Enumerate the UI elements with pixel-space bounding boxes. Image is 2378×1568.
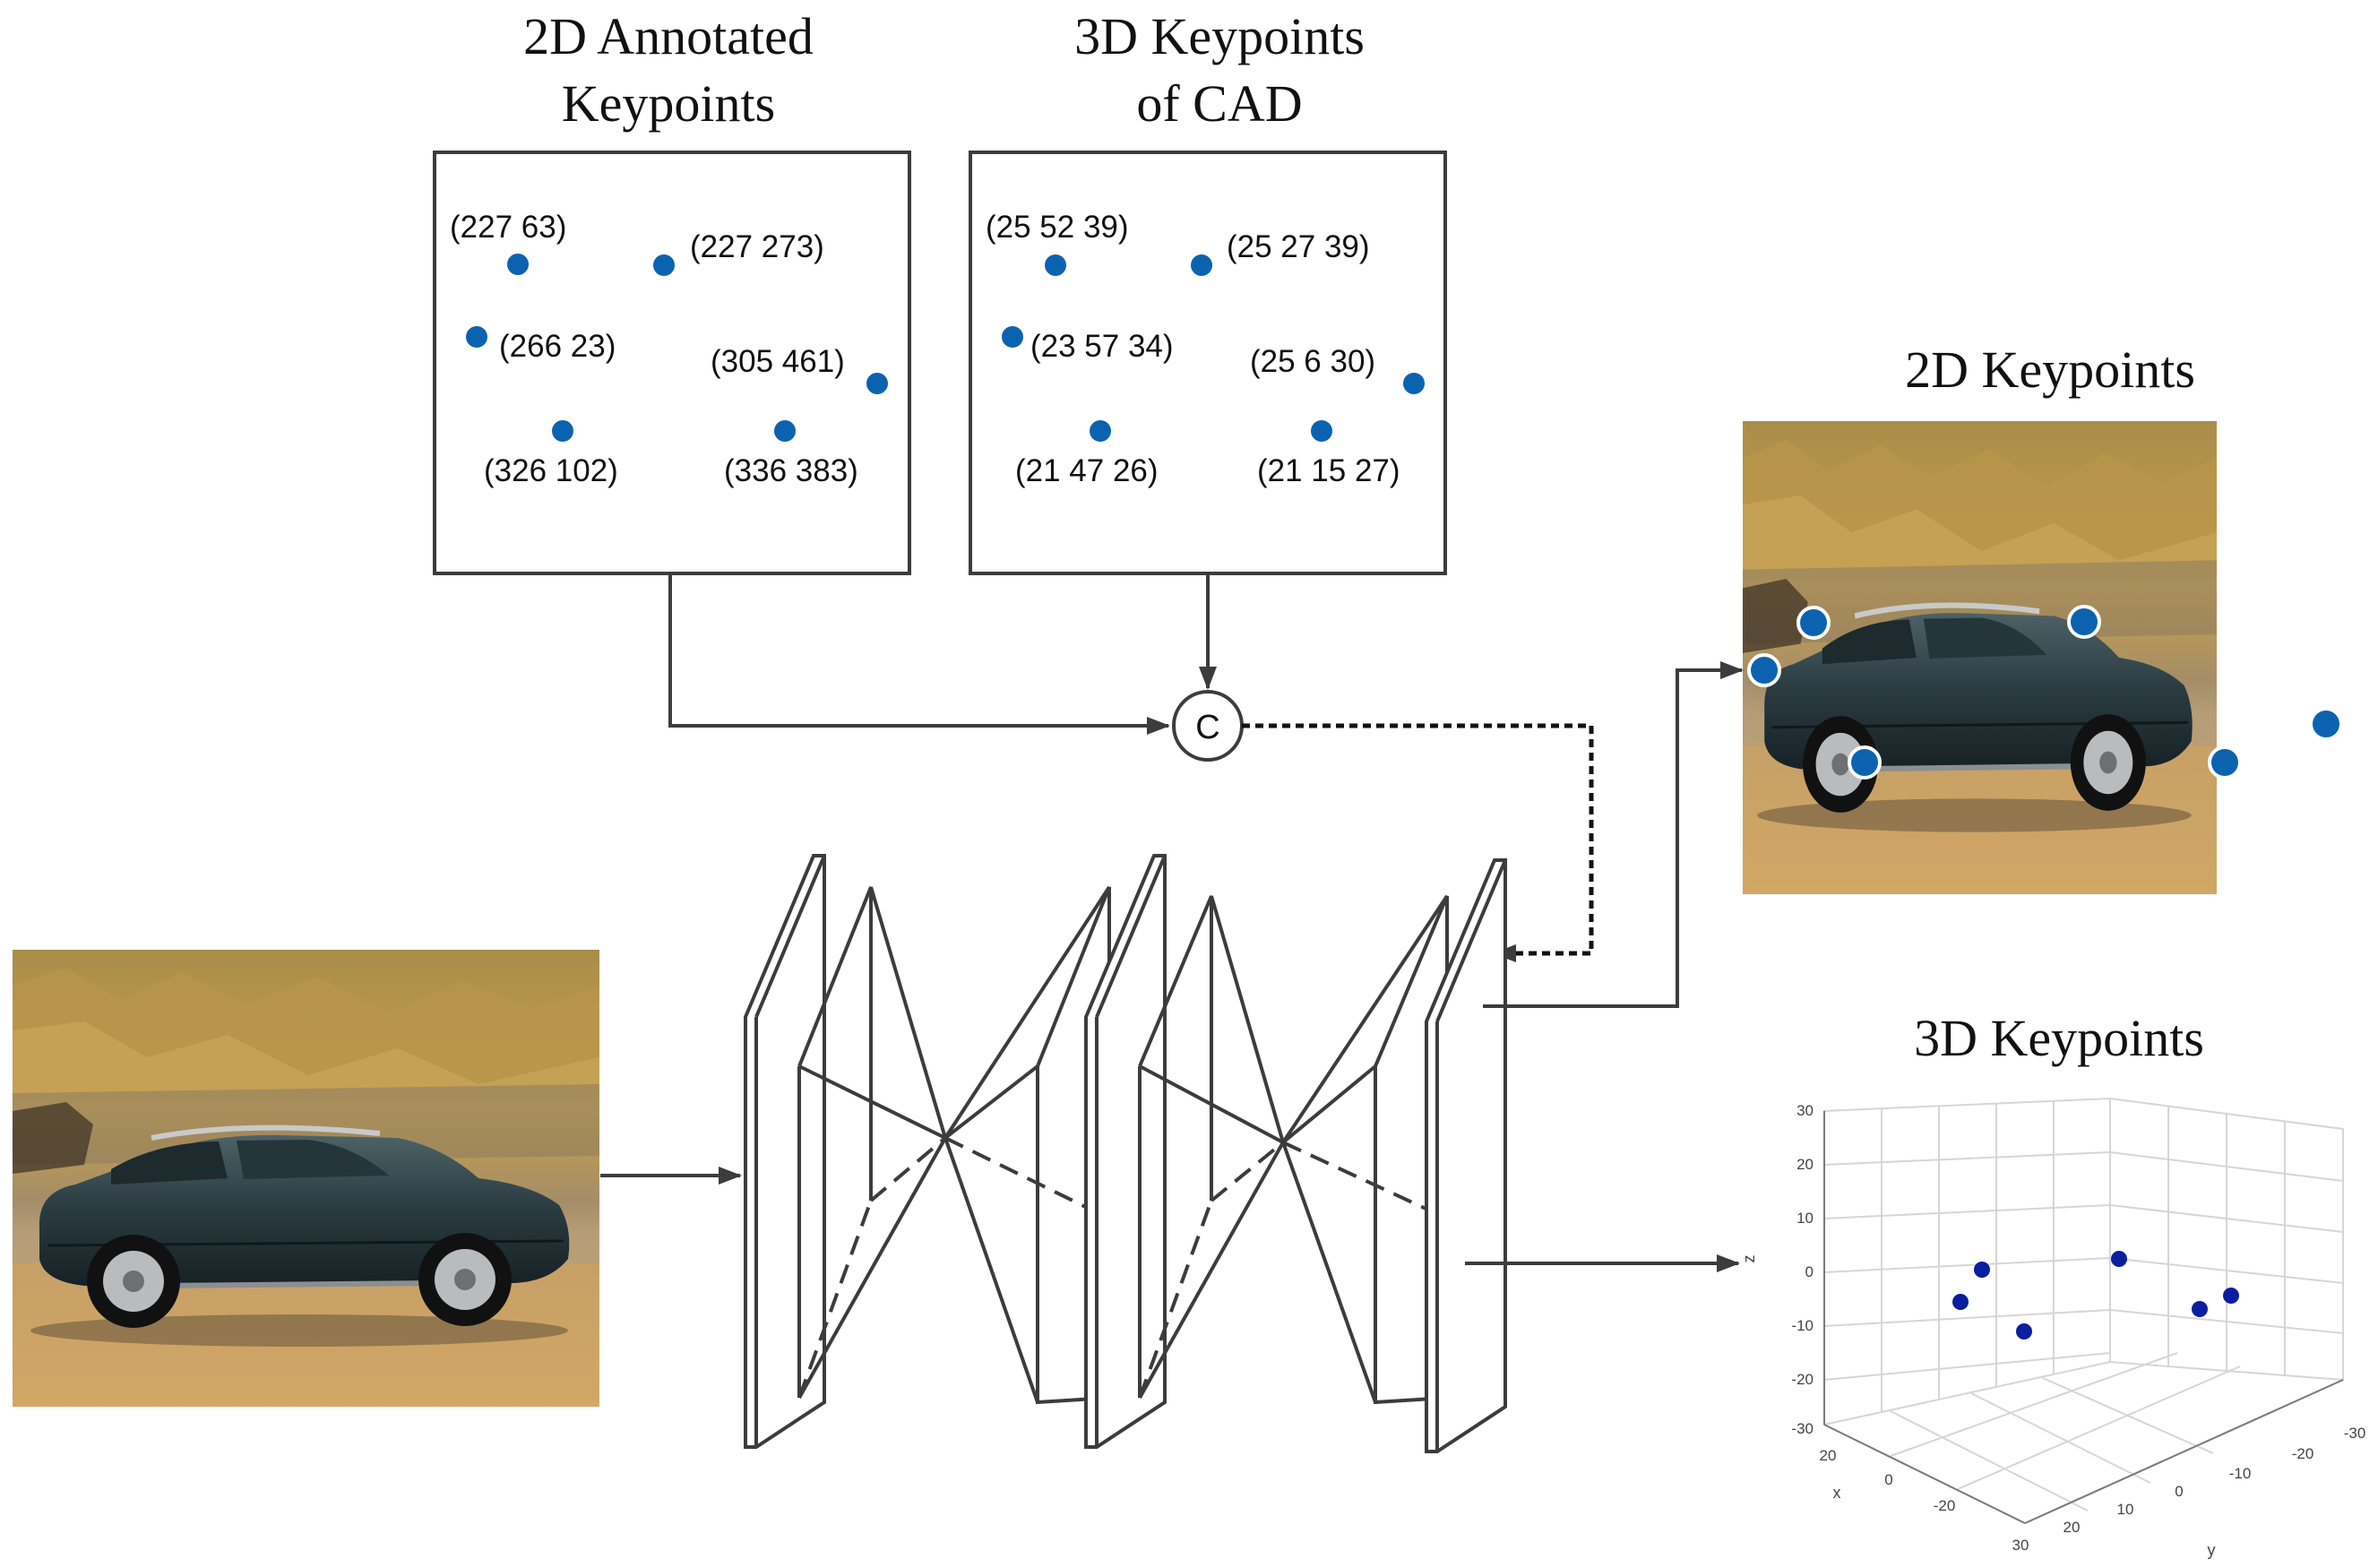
y-tick: -10	[2229, 1465, 2252, 1482]
keypoint-dot	[2309, 707, 2343, 741]
keypoint-dot	[507, 254, 529, 275]
keypoint-label: (266 23)	[499, 329, 616, 364]
title-output-3d: 3D Keypoints	[1914, 1009, 2204, 1067]
concat-symbol: C	[1195, 709, 1219, 746]
z-tick: 20	[1796, 1156, 1814, 1173]
keypoint-label: (23 57 34)	[1030, 329, 1174, 364]
keypoint-label: (305 461)	[711, 344, 845, 379]
y-axis-label: y	[2208, 1541, 2216, 1559]
output-2d-keypoints	[1747, 605, 2343, 780]
title-output-2d: 2D Keypoints	[1905, 340, 2195, 399]
supervision-dotted-arrow	[1242, 723, 1594, 962]
keypoint-label: (25 6 30)	[1250, 344, 1375, 379]
z-tick: 10	[1796, 1210, 1814, 1227]
output-2d-arrow	[1483, 661, 1744, 1008]
concat-node: C	[1172, 690, 1244, 762]
scatter-point	[1974, 1262, 1990, 1278]
keypoint-dot	[1090, 420, 1111, 442]
x-tick: 20	[1820, 1447, 1837, 1464]
scatter-3d-plot: 30 20 10 0 -10 -20 -30 z 20 0 -20 x 30 2…	[1740, 1097, 2366, 1559]
z-axis-label: z	[1740, 1255, 1758, 1263]
title-cad-3d-line1: 3D Keypoints	[1074, 7, 1365, 65]
y-tick: 10	[2117, 1501, 2134, 1518]
z-tick: -20	[1791, 1371, 1814, 1388]
keypoint-label: (227 63)	[450, 210, 566, 245]
z-tick: -30	[1791, 1420, 1814, 1437]
title-annotated-2d-line1: 2D Annotated	[523, 7, 814, 65]
scatter-point	[2016, 1323, 2032, 1340]
keypoint-dot	[774, 420, 796, 442]
title-annotated-2d-line2: Keypoints	[562, 74, 775, 133]
z-tick: 30	[1796, 1102, 1814, 1119]
y-tick: 0	[2175, 1483, 2183, 1500]
output-2d-image	[1743, 421, 2217, 894]
title-cad-3d-line2: of CAD	[1136, 74, 1302, 133]
connectors	[668, 573, 1217, 735]
keypoint-label: (326 102)	[484, 453, 618, 488]
scatter-point	[2111, 1251, 2127, 1267]
x-tick-labels: 20 0 -20	[1820, 1447, 1956, 1514]
keypoint-dot	[1796, 606, 1831, 640]
keypoint-label: (25 52 39)	[986, 210, 1129, 245]
keypoint-label: (336 383)	[724, 453, 858, 488]
keypoint-dot	[1403, 373, 1425, 394]
scatter-points	[1952, 1251, 2239, 1340]
keypoint-dot	[866, 373, 888, 394]
keypoint-dot	[2208, 745, 2242, 780]
keypoint-label: (21 15 27)	[1257, 453, 1400, 488]
y-tick: -20	[2292, 1445, 2314, 1462]
plot-grid	[1823, 1097, 2344, 1525]
z-tick: -10	[1791, 1317, 1814, 1334]
keypoint-dot	[1191, 254, 1212, 276]
keypoint-dot	[653, 254, 675, 276]
keypoint-dot	[466, 326, 487, 348]
plot-axes	[1823, 1111, 2344, 1524]
keypoint-dot	[1002, 326, 1023, 348]
keypoint-label: (25 27 39)	[1227, 229, 1370, 264]
annotated-2d-box: (227 63) (227 273) (266 23) (305 461) (3…	[433, 151, 911, 575]
keypoint-label: (21 47 26)	[1015, 453, 1159, 488]
y-tick: 20	[2064, 1519, 2081, 1536]
x-tick: 0	[1884, 1471, 1892, 1488]
keypoint-dot	[552, 420, 573, 442]
x-axis-label: x	[1833, 1484, 1841, 1502]
keypoint-dot	[1747, 653, 1781, 687]
input-car-image	[13, 950, 599, 1407]
y-tick: -30	[2344, 1425, 2366, 1442]
keypoint-dot	[1045, 254, 1066, 276]
z-tick-labels: 30 20 10 0 -10 -20 -30	[1791, 1102, 1814, 1437]
x-tick: -20	[1934, 1497, 1956, 1514]
keypoint-dot	[1311, 420, 1332, 442]
y-tick-labels: 30 20 10 0 -10 -20 -30	[2012, 1425, 2366, 1554]
z-tick: 0	[1805, 1263, 1814, 1280]
scatter-point	[2223, 1288, 2239, 1304]
scatter-point	[1952, 1294, 1969, 1310]
cad-3d-box: (25 52 39) (25 27 39) (23 57 34) (25 6 3…	[969, 151, 1447, 575]
encoder-decoder-network	[744, 854, 1507, 1453]
scatter-point	[2192, 1301, 2208, 1317]
y-tick: 30	[2012, 1537, 2029, 1554]
keypoint-label: (227 273)	[690, 229, 824, 264]
keypoint-dot	[1848, 745, 1882, 780]
keypoint-dot	[2067, 605, 2101, 639]
